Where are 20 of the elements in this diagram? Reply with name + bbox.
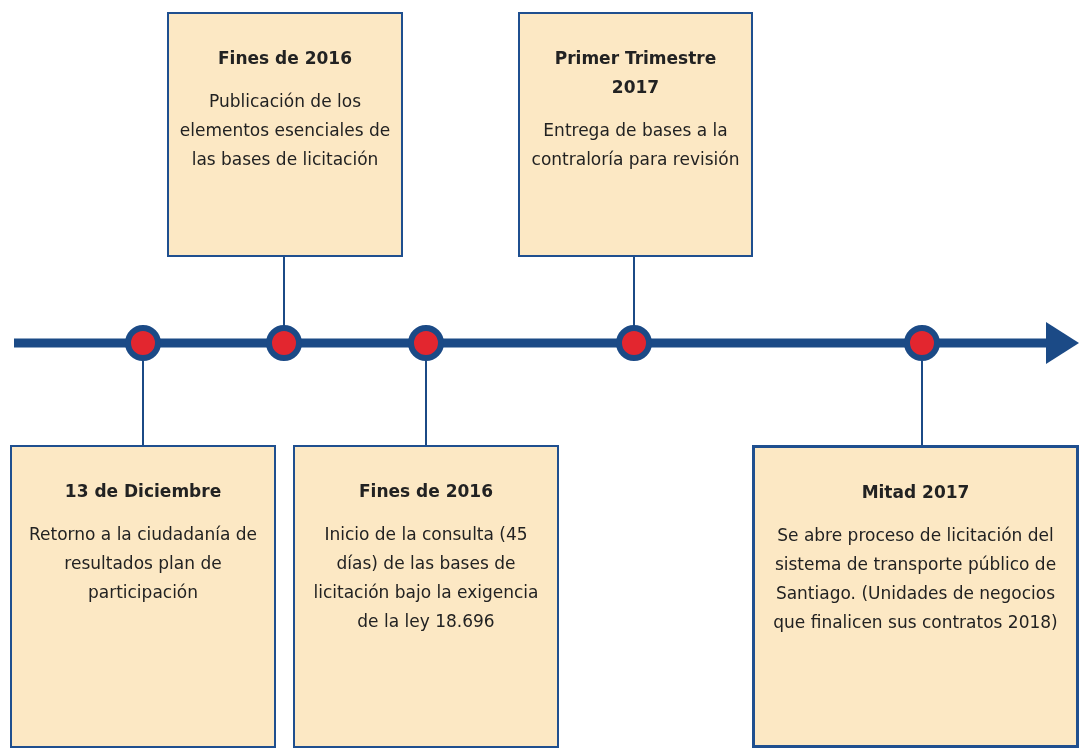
event-description: Inicio de la consulta (45 días) de las bases de licitación bajo la exigencia de la ley 18.696 xyxy=(312,523,540,633)
event-date: Fines de 2016 xyxy=(216,47,353,70)
event-card xyxy=(293,445,559,748)
connector-line xyxy=(921,360,923,446)
event-card xyxy=(167,12,403,257)
connector-line xyxy=(283,256,285,326)
connector-line xyxy=(633,256,635,326)
event-date: 13 de Diciembre xyxy=(63,480,223,503)
event-card xyxy=(752,445,1079,748)
event-description: Publicación de los elementos esenciales de las bases de licitación xyxy=(179,90,391,171)
event-card xyxy=(10,445,276,748)
connector-line xyxy=(142,360,144,446)
event-date: Fines de 2016 xyxy=(357,480,494,503)
event-card xyxy=(518,12,753,257)
connector-line xyxy=(425,360,427,446)
event-description: Entrega de bases a la contraloría para revisión xyxy=(530,119,741,171)
event-description: Se abre proceso de licitación del sistema de transporte público de Santiago. (Unidades de negocios que finalicen sus contratos 2018) xyxy=(772,524,1059,634)
event-description: Retorno a la ciudadanía de resultados plan de participación xyxy=(27,523,258,604)
event-date: Primer Trimestre 2017 xyxy=(553,47,718,99)
event-date: Mitad 2017 xyxy=(860,481,971,504)
